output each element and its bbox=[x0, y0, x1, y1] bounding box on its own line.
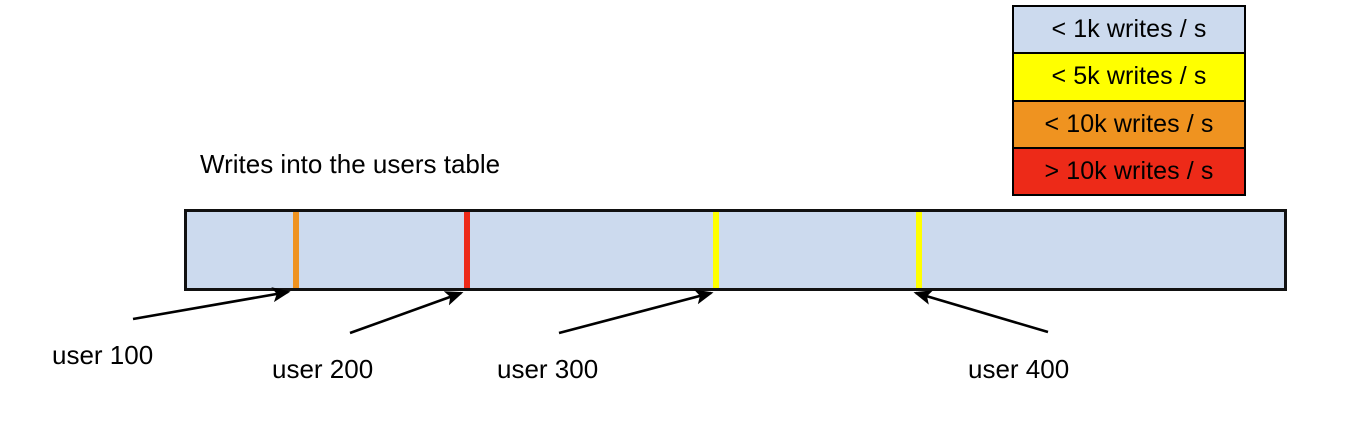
arrow-user-300 bbox=[558, 289, 714, 335]
legend-label-under-1k: < 1k writes / s bbox=[1051, 15, 1207, 44]
marker-user-300 bbox=[713, 212, 719, 288]
arrow-user-100 bbox=[132, 287, 291, 321]
marker-user-100 bbox=[293, 212, 299, 288]
arrow-user-200 bbox=[349, 291, 464, 335]
legend-row-over-10k: > 10k writes / s bbox=[1014, 148, 1244, 194]
legend-row-under-1k: < 1k writes / s bbox=[1014, 7, 1244, 55]
legend-label-under-5k: < 5k writes / s bbox=[1051, 62, 1207, 91]
callout-user-200: user 200 bbox=[272, 354, 374, 384]
callout-user-400: user 400 bbox=[968, 354, 1070, 384]
chart-title: Writes into the users table bbox=[200, 149, 501, 179]
callout-user-100: user 100 bbox=[52, 340, 154, 370]
users-table-band bbox=[184, 209, 1287, 291]
write-rate-legend: < 1k writes / s < 5k writes / s < 10k wr… bbox=[1012, 5, 1246, 196]
legend-row-under-10k: < 10k writes / s bbox=[1014, 101, 1244, 149]
legend-row-under-5k: < 5k writes / s bbox=[1014, 54, 1244, 102]
marker-user-400 bbox=[916, 212, 922, 288]
legend-label-over-10k: > 10k writes / s bbox=[1044, 156, 1214, 185]
callout-user-300: user 300 bbox=[497, 354, 599, 384]
legend-label-under-10k: < 10k writes / s bbox=[1044, 109, 1214, 138]
arrow-user-400 bbox=[913, 290, 1049, 334]
marker-user-200 bbox=[464, 212, 470, 288]
